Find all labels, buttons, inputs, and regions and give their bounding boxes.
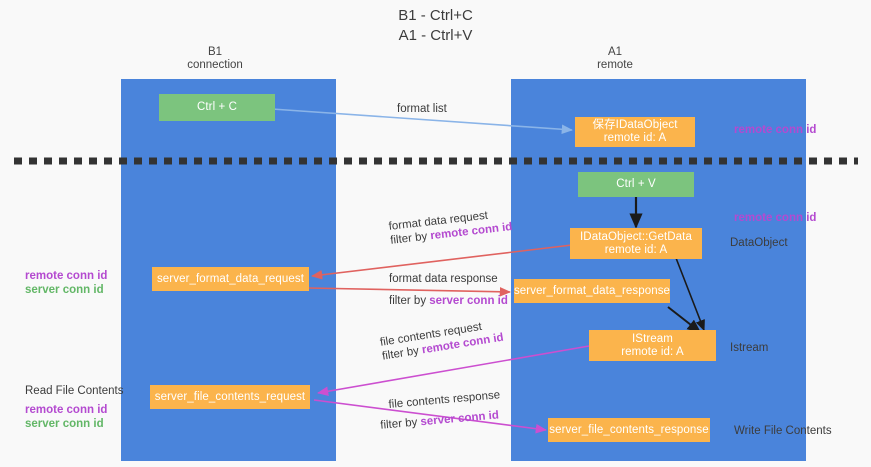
box-ctrl-c-label: Ctrl + C: [196, 101, 238, 113]
annotation-remote-conn-id-top: remote conn id: [734, 124, 817, 136]
annotation-dataobject: DataObject: [730, 237, 788, 249]
box-save-idataobject-line2: remote id: A: [603, 132, 667, 144]
arrow-format-data-response: [307, 286, 511, 297]
arrow-getdata-to-istream: [675, 257, 705, 332]
column-a1-role: remote: [597, 59, 633, 71]
column-b1-name: B1: [207, 46, 223, 58]
box-getdata-line2: remote id: A: [604, 243, 668, 256]
box-ctrl-v[interactable]: Ctrl + V: [578, 172, 694, 197]
column-header-a1: A1 remote: [555, 46, 675, 72]
filter-prefix: filter by: [389, 295, 430, 307]
box-ctrl-v-label: Ctrl + V: [616, 178, 656, 190]
annotation-write-file-contents: Write File Contents: [734, 425, 832, 437]
edge-label-format-data-response-group: format data response filter by server co…: [389, 272, 508, 309]
box-server-file-contents-request-label: server_file_contents_request: [154, 390, 306, 403]
title-line-2: A1 - Ctrl+V: [398, 27, 473, 44]
title-line-1: B1 - Ctrl+C: [398, 7, 473, 24]
annotation-read-file-contents: Read File Contents: [25, 385, 124, 397]
arrow-file-contents-response: [313, 399, 547, 434]
annotation-remote-conn-id-mid: remote conn id: [734, 212, 817, 224]
column-header-b1: B1 connection: [155, 46, 275, 72]
arrow-format-list: [271, 108, 573, 135]
box-istream[interactable]: IStream remote id: A: [589, 330, 716, 361]
arrow-response-to-istream: [667, 306, 702, 333]
annotation-istream: Istream: [730, 342, 769, 354]
edge-label-format-data-response-filter: filter by server conn id: [389, 294, 508, 309]
box-server-file-contents-response-label: server_file_contents_response: [549, 423, 709, 436]
annotation-left-remote-conn-id-bottom: remote conn id: [25, 404, 108, 416]
filter-key-server-conn-id: server conn id: [429, 295, 508, 307]
box-save-idataobject-line1: 保存IDataObject: [592, 119, 678, 131]
edge-label-format-list: format list: [397, 103, 447, 115]
box-save-idataobject[interactable]: 保存IDataObject remote id: A: [575, 117, 695, 147]
box-ctrl-c[interactable]: Ctrl + C: [159, 94, 275, 121]
box-istream-line1: IStream: [632, 332, 673, 345]
arrow-file-contents-request: [317, 345, 590, 396]
annotation-left-server-conn-id-bottom: server conn id: [25, 418, 104, 430]
box-server-format-data-response-label: server_format_data_response: [513, 284, 671, 297]
arrow-format-data-request: [311, 244, 573, 280]
column-b1-role: connection: [187, 59, 243, 71]
column-a1-name: A1: [607, 46, 623, 58]
filter-prefix: filter by: [379, 416, 422, 432]
box-getdata-line1: IDataObject::GetData: [580, 230, 692, 243]
annotation-left-remote-conn-id-mid: remote conn id: [25, 270, 108, 282]
box-server-file-contents-request[interactable]: server_file_contents_request: [150, 385, 310, 409]
filter-prefix: filter by: [389, 230, 432, 247]
box-server-format-data-request[interactable]: server_format_data_request: [152, 267, 309, 291]
box-server-format-data-response[interactable]: server_format_data_response: [514, 279, 670, 303]
annotation-left-server-conn-id-mid: server conn id: [25, 284, 104, 296]
box-server-file-contents-response[interactable]: server_file_contents_response: [548, 418, 710, 442]
box-istream-line2: remote id: A: [621, 345, 684, 358]
box-server-format-data-request-label: server_format_data_request: [156, 272, 305, 285]
diagram-title: B1 - Ctrl+C A1 - Ctrl+V: [0, 6, 871, 46]
edge-label-format-data-response: format data response: [389, 273, 498, 285]
box-idataobject-getdata[interactable]: IDataObject::GetData remote id: A: [570, 228, 702, 259]
